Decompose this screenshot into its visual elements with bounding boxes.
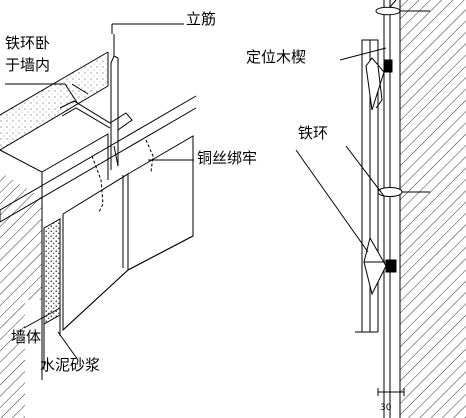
copper-wire-ties (91, 139, 154, 213)
upper-ring-top (389, 0, 397, 8)
panel-bottom-edge (62, 235, 194, 331)
left-leaders (5, 23, 194, 361)
upper-wedge-wire (375, 65, 383, 109)
leader-iron-ring-2 (295, 149, 369, 253)
iron-ring-tail (71, 83, 89, 95)
stone-panel-right (127, 135, 194, 271)
iron-ring-loop-inner (61, 107, 111, 129)
vertical-rebar (110, 34, 119, 170)
lower-wedge (363, 236, 387, 296)
label-wall-body: 墙体 (11, 328, 42, 346)
iron-ring-in-wall (59, 83, 133, 131)
label-iron-ring-in-wall-line1: 铁环卧 (5, 34, 51, 52)
label-vertical-rebar: 立筋 (186, 10, 217, 28)
copper-wire-1 (91, 155, 104, 213)
stone-panel (62, 173, 129, 332)
left-wall-3d (0, 51, 194, 418)
leader-iron-ring-1 (345, 145, 385, 197)
mortar-layer (43, 218, 61, 325)
label-iron-ring-in-wall-line2: 于墙内 (5, 56, 51, 74)
right-leaders (295, 47, 387, 253)
upper-wedge (365, 57, 385, 111)
wall-top-surface (0, 52, 108, 150)
upper-wedge-block (383, 59, 393, 73)
leader-positioning (339, 47, 387, 61)
right-section-view (355, 0, 466, 418)
label-positioning-wedge: 定位木楔 (246, 48, 307, 66)
horizontal-rebar (0, 95, 197, 223)
wall-hatched-section (0, 150, 42, 418)
wall-face-top (41, 133, 109, 180)
iron-ring-loop (59, 100, 133, 131)
wall-front-top-edge (0, 85, 109, 151)
horizontal-rebar-lower (0, 107, 197, 223)
vertical-rebar-top (110, 55, 119, 64)
leader-mortar (57, 331, 79, 361)
label-dimension: 30 (380, 403, 392, 413)
lower-wedge-block (385, 259, 397, 273)
label-cement-mortar: 水泥砂浆 (40, 356, 101, 374)
section-stone-panel-back (370, 39, 379, 332)
label-copper-wire-tie: 铜丝绑牢 (197, 149, 258, 167)
label-iron-ring: 铁环 (298, 124, 329, 142)
copper-wire-3 (113, 145, 119, 167)
copper-wire-2 (145, 139, 154, 173)
wall-section-hatch (400, 0, 466, 418)
leader-ring-diag (64, 83, 79, 105)
horizontal-rebar-upper (0, 95, 197, 211)
middle-ring (377, 187, 403, 197)
upper-ring (375, 6, 401, 16)
leader-wall (23, 307, 61, 329)
